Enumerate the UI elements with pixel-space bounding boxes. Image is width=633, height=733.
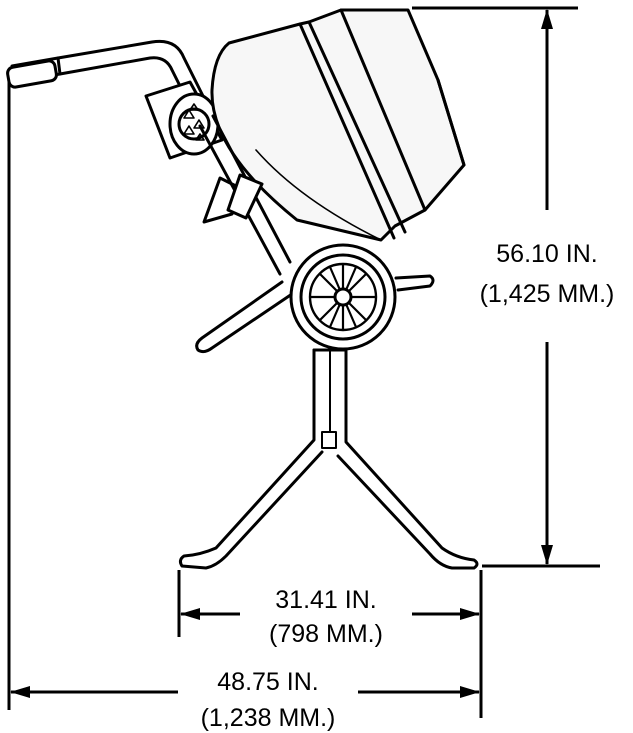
overall-length-metric-label: (1,238 MM.) [201, 704, 336, 732]
overall-length-imperial-label: 48.75 IN. [217, 668, 318, 696]
leg-span-metric-label: (798 MM.) [269, 620, 383, 648]
height-metric-label: (1,425 MM.) [480, 280, 615, 308]
handle-grip [6, 59, 58, 89]
wheel [289, 243, 397, 351]
cement-mixer [6, 8, 479, 570]
main-frame [198, 114, 292, 276]
front-stand [178, 348, 479, 570]
dimension-lines [7, 6, 600, 718]
wheel-hub [333, 287, 353, 307]
leg-span-imperial-label: 31.41 IN. [275, 586, 376, 614]
tow-handle [6, 39, 215, 128]
dimension-labels: 56.10 IN. (1,425 MM.) 31.41 IN. (798 MM.… [201, 240, 615, 732]
wheel-arm [394, 274, 435, 292]
height-imperial-label: 56.10 IN. [496, 240, 597, 268]
rear-support-leg [195, 280, 294, 354]
